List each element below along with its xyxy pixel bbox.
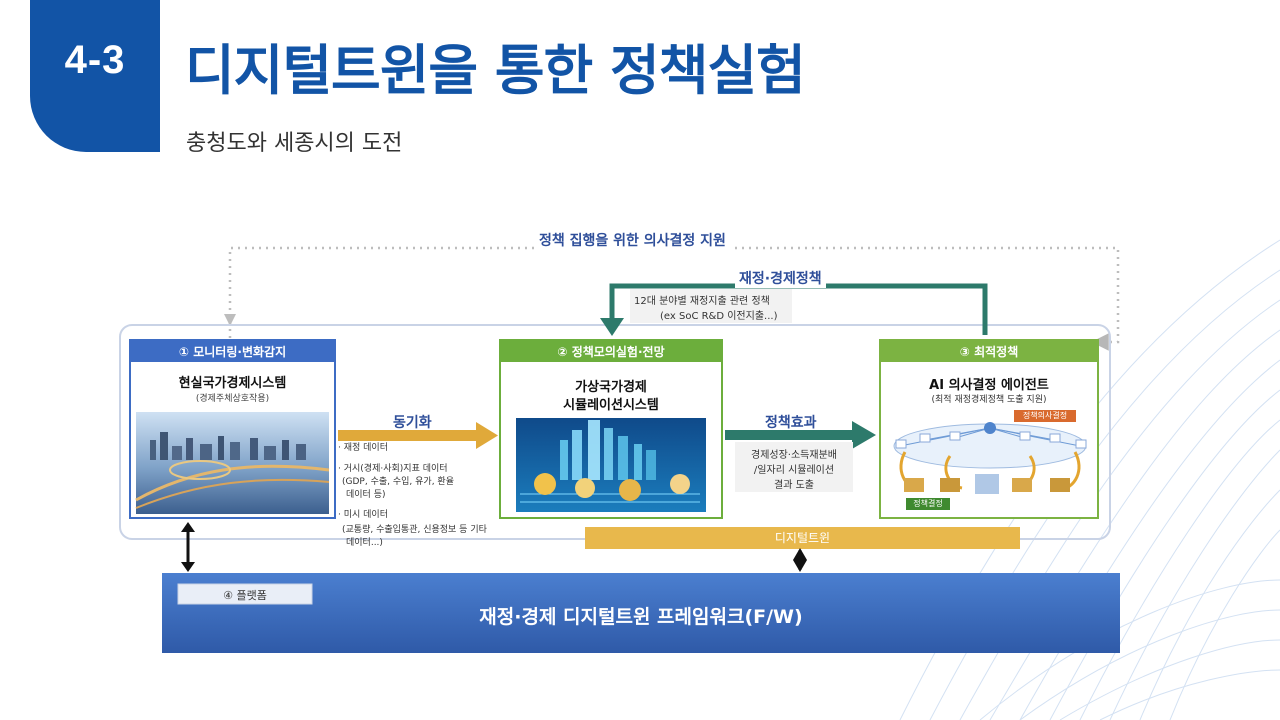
page-subtitle: 충청도와 세종시의 도전 — [186, 131, 403, 156]
box3-header-bar — [880, 340, 1098, 362]
box2-title-line-1: 가상국가경제 — [575, 380, 647, 395]
data-item-macro: · 거시(경제·사회)지표 데이터 — [338, 464, 448, 474]
section-badge: 4-3 — [30, 0, 160, 152]
effect-label: 정책효과 — [765, 415, 817, 431]
digital-twin-bar — [585, 527, 1020, 549]
data-item-micro: · 미시 데이터 — [338, 510, 388, 520]
digital-twin-label: 디지털트윈 — [774, 531, 831, 545]
platform-connector-right — [793, 548, 807, 572]
box1-header-bar — [130, 340, 335, 362]
framework-label: 재정·경제 디지털트윈 프레임워크(F/W) — [479, 606, 803, 628]
box3-tag-decision: 정책의사결정 — [1022, 411, 1068, 420]
box1-title: 현실국가경제시스템 — [178, 376, 287, 391]
feedback-label: 재정·경제정책 — [735, 268, 826, 288]
box2-header: ② 정책모의실험·전망 — [557, 345, 665, 359]
section-number: 4-3 — [64, 38, 126, 82]
framework-bar — [162, 573, 1120, 653]
data-item-macro-detail-2: 데이터 등) — [346, 490, 386, 500]
effect-arrow-body — [725, 430, 855, 440]
effect-text-line-1: 경제성장·소득재분배 — [751, 450, 837, 461]
decision-support-loop — [228, 246, 1120, 351]
data-item-micro-detail-1: (교통량, 수출입통관, 신용정보 등 기타 — [342, 525, 487, 535]
platform-connector-left — [181, 522, 195, 572]
data-item-finance: · 재정 데이터 — [338, 443, 388, 453]
decision-support-label: 정책 집행을 위한 의사결정 지원 — [535, 230, 730, 250]
sync-arrow-body — [338, 430, 478, 441]
box3-header: ③ 최적정책 — [959, 345, 1019, 359]
box3-caption: (최적 재정경제정책 도출 지원) — [931, 395, 1047, 405]
platform-label: ④ 플랫폼 — [223, 589, 267, 602]
box2-title-line-2: 시뮬레이션시스템 — [563, 398, 659, 413]
platform-label-box — [177, 583, 313, 605]
city-photo — [135, 412, 330, 514]
feedback-note-1: 12대 분야별 재정지출 관련 정책 — [634, 296, 770, 307]
sync-arrow-head — [476, 422, 498, 449]
page-title: 디지털트윈을 통한 정책실험 — [185, 39, 806, 102]
effect-arrow-head — [852, 421, 876, 449]
box3-tag-decided: 정책결정 — [913, 499, 943, 508]
feedback-note-2: (ex SoC R&D 이전지출...) — [660, 311, 778, 322]
box1-caption: (경제주체상호작용) — [195, 394, 270, 404]
sync-label: 동기화 — [393, 415, 432, 431]
box3-title: AI 의사결정 에이전트 — [929, 378, 1049, 393]
ai-agent-network-image — [893, 410, 1087, 510]
effect-text-line-3: 결과 도출 — [774, 480, 814, 491]
data-item-macro-detail-1: (GDP, 수출, 수입, 유가, 환율 — [342, 477, 454, 487]
simulation-city-image — [516, 418, 706, 512]
data-item-micro-detail-2: 데이터...) — [346, 538, 383, 548]
effect-text-line-2: /일자리 시뮬레이션 — [753, 465, 835, 476]
box1-header: ① 모니터링·변화감지 — [178, 345, 287, 359]
box2-header-bar — [500, 340, 722, 362]
